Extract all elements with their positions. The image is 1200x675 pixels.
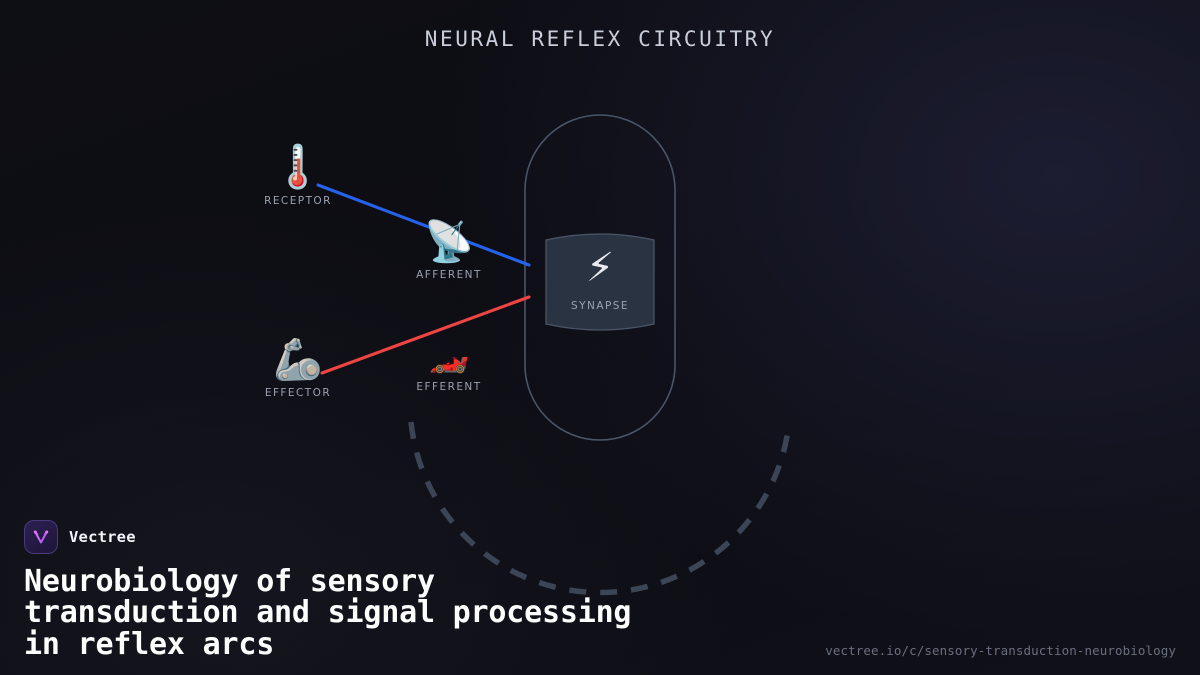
node-efferent[interactable]: 🏎️ EFFERENT	[384, 340, 514, 393]
node-receptor-label: RECEPTOR	[264, 195, 332, 207]
thermometer-icon: 🌡️	[271, 142, 325, 191]
satellite-antenna-icon: 📡	[424, 219, 474, 265]
headline: Neurobiology of sensory transduction and…	[24, 563, 632, 663]
node-receptor[interactable]: 🌡️ RECEPTOR	[233, 142, 363, 208]
mechanical-arm-icon: 🦾	[273, 337, 323, 383]
node-effector-label: EFFECTOR	[264, 387, 332, 399]
node-synapse-label: SYNAPSE	[571, 300, 629, 312]
footer-url: vectree.io/c/sensory-transduction-neurob…	[825, 643, 1176, 658]
node-afferent-label: AFFERENT	[416, 269, 482, 281]
node-afferent[interactable]: 📡 AFFERENT	[384, 222, 514, 281]
node-effector[interactable]: 🦾 EFFECTOR	[233, 340, 363, 399]
node-efferent-label: EFFERENT	[416, 381, 482, 393]
lightning-bolt-icon: ⚡	[585, 245, 615, 291]
brand-row: Vectree	[24, 519, 1176, 554]
racing-car-icon: 🏎️	[429, 337, 469, 375]
diagram-title: NEURAL REFLEX CIRCUITRY	[424, 27, 776, 51]
brand-name: Vectree	[69, 527, 136, 546]
footer: Vectree Neurobiology of sensory transduc…	[0, 519, 1200, 675]
node-synapse-card[interactable]: ⚡ SYNAPSE	[542, 226, 658, 338]
synapse-card-shape	[545, 233, 655, 331]
vectree-glyph	[33, 530, 49, 544]
vectree-v-logo-icon	[24, 519, 58, 554]
